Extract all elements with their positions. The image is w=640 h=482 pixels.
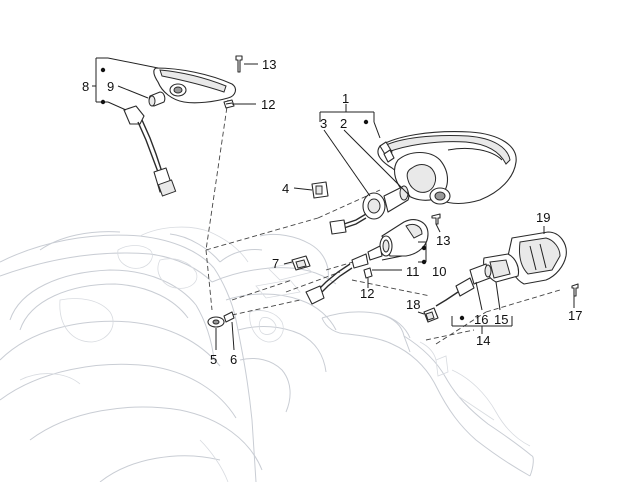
cable-grommet-part [291, 255, 311, 271]
license-light-bulb-part [148, 91, 166, 107]
callout-2: 2 [340, 116, 347, 131]
screw-part-middle [431, 213, 441, 225]
callout-14: 14 [476, 333, 490, 348]
plug-connector-part [423, 307, 439, 323]
license-light-cable-part [123, 105, 177, 197]
callout-3: 3 [320, 116, 327, 131]
callout-4: 4 [282, 181, 289, 196]
callout-10: 10 [432, 264, 446, 279]
callout-8: 8 [82, 79, 89, 94]
callout-12-mid: 12 [360, 286, 374, 301]
callout-13-mid: 13 [436, 233, 450, 248]
screw-part-top [235, 55, 243, 73]
callout-17: 17 [568, 308, 582, 323]
screw-bolt-part-top [223, 99, 235, 109]
callout-13-top: 13 [262, 57, 276, 72]
plate-light-socket-part [435, 263, 492, 307]
license-plate-holder-outline [321, 311, 534, 477]
callout-labels: 8 9 13 12 1 3 2 4 19 13 7 11 10 12 18 17… [82, 57, 582, 367]
callout-16: 16 [474, 312, 488, 327]
plate-light-lens-part [483, 253, 520, 283]
callout-5: 5 [210, 352, 217, 367]
bulb-holder-part [207, 311, 235, 328]
callout-11: 11 [406, 264, 420, 279]
assembly-reference-lines [205, 99, 561, 345]
tail-light-bulb-socket-part [329, 185, 410, 235]
fixing-screw-part [571, 283, 579, 297]
callout-6: 6 [230, 352, 237, 367]
callout-9: 9 [107, 79, 114, 94]
license-light-housing-part [153, 67, 237, 104]
screw-bolt-part-middle [363, 267, 373, 279]
clip-part [311, 181, 329, 199]
callout-7: 7 [272, 256, 279, 271]
scooter-body-outline [0, 226, 337, 482]
tail-light-assembly-part [377, 131, 517, 205]
plate-light-cover-part [507, 231, 567, 285]
callout-bullets [100, 67, 465, 321]
license-light-assembly-part [305, 219, 429, 305]
callout-1: 1 [342, 91, 349, 106]
callout-12-top: 12 [261, 97, 275, 112]
callout-18: 18 [406, 297, 420, 312]
callout-15: 15 [494, 312, 508, 327]
callout-19: 19 [536, 210, 550, 225]
